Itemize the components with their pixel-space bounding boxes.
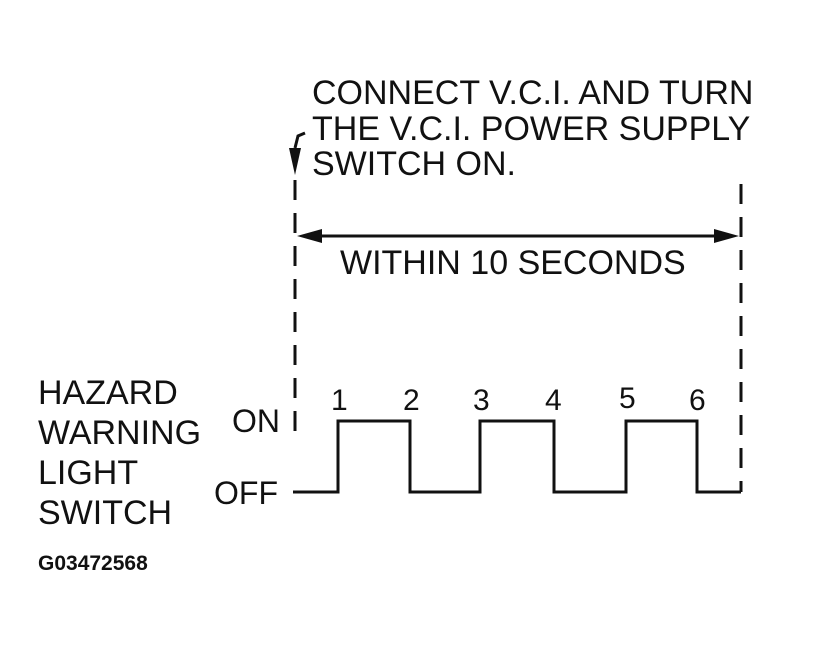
operation-number-6: 6 [689, 384, 706, 417]
operation-number-2: 2 [403, 384, 420, 417]
instruction-line-3: SWITCH ON. [312, 145, 516, 183]
instruction-line-2: THE V.C.I. POWER SUPPLY [312, 110, 750, 148]
on-state-label: ON [232, 403, 280, 439]
operation-number-3: 3 [473, 384, 490, 417]
switch-label-line-2: WARNING [38, 414, 201, 452]
off-state-label: OFF [214, 475, 278, 511]
instruction-leader [293, 131, 306, 149]
switch-label-line-4: SWITCH [38, 494, 172, 532]
instruction-pointer-arrow [289, 148, 301, 175]
interval-arrow-right-head [714, 229, 739, 243]
interval-label: WITHIN 10 SECONDS [340, 244, 686, 282]
switch-label-line-1: HAZARD [38, 374, 178, 412]
figure-code: G03472568 [38, 552, 148, 575]
operation-number-5: 5 [619, 382, 636, 415]
switch-waveform [293, 419, 741, 494]
switch-label-line-3: LIGHT [38, 454, 138, 492]
operation-number-4: 4 [545, 384, 562, 417]
interval-arrow-left-head [297, 229, 322, 243]
instruction-line-1: CONNECT V.C.I. AND TURN [312, 74, 753, 112]
operation-number-1: 1 [331, 384, 348, 417]
